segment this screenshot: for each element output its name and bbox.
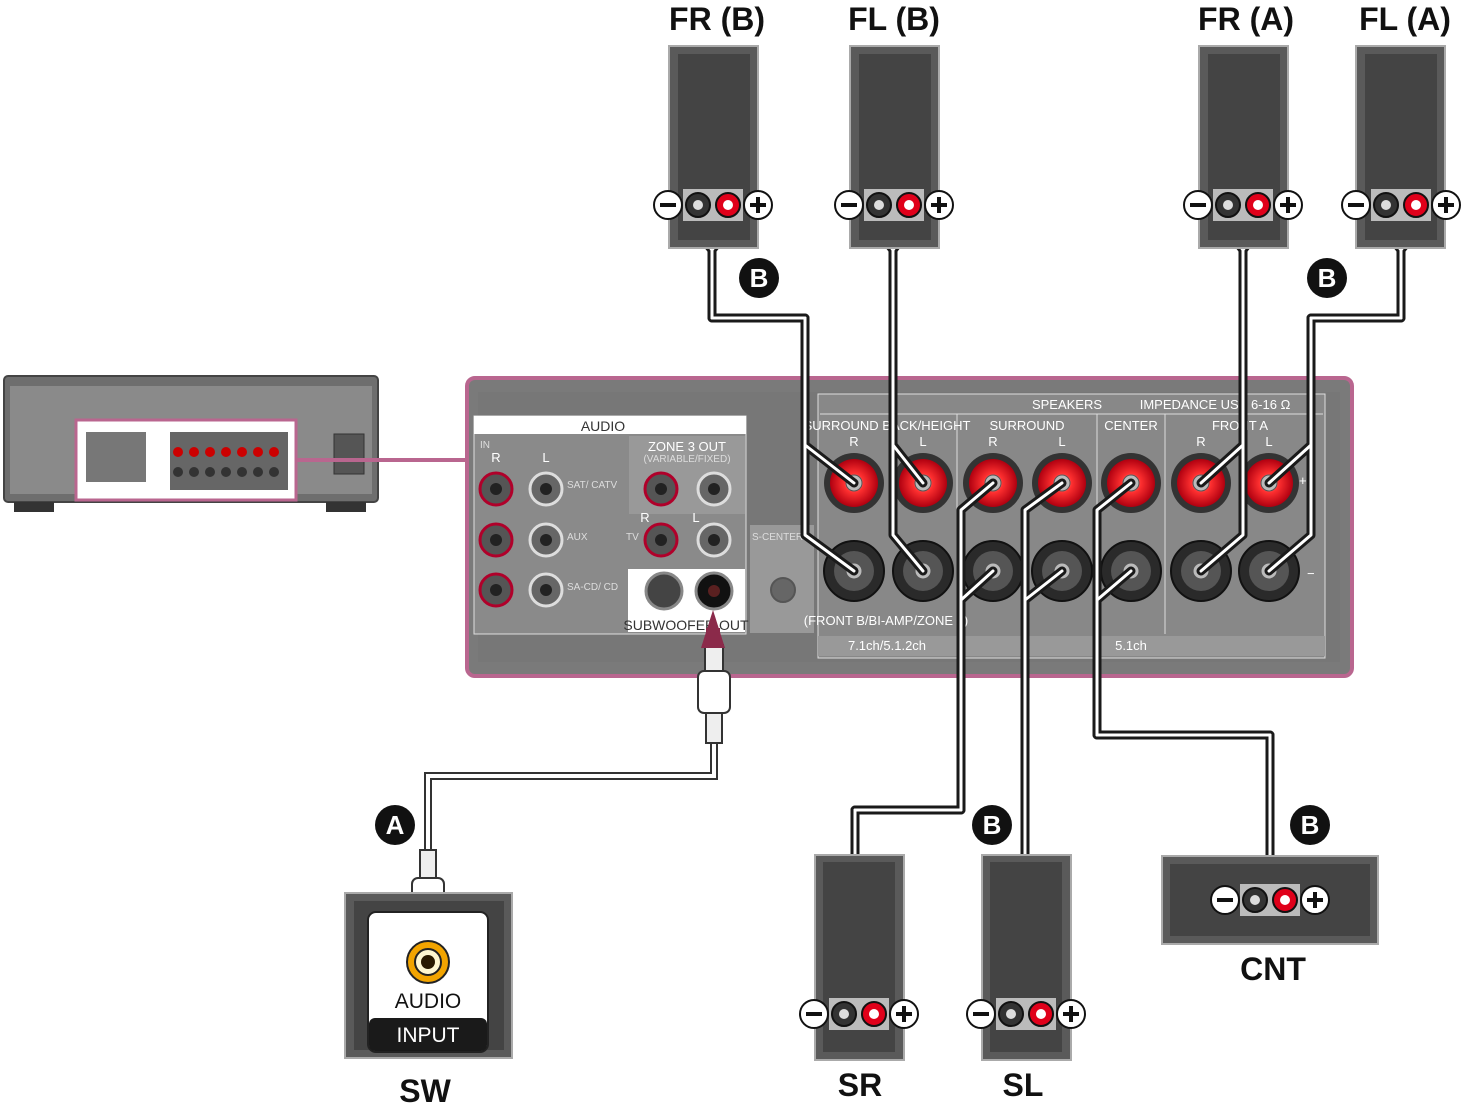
svg-text:−: − (1307, 566, 1315, 581)
svg-text:B: B (750, 263, 769, 293)
svg-text:AUX: AUX (567, 532, 588, 543)
subwoofer-out-jack-1 (644, 571, 684, 611)
svg-text:L: L (692, 510, 699, 525)
svg-text:SA-CD/ CD: SA-CD/ CD (567, 582, 618, 593)
speaker-sw: AUDIO INPUT (344, 892, 513, 1059)
terminal-fr-b (653, 189, 773, 221)
svg-text:L: L (1058, 434, 1065, 449)
svg-text:L: L (542, 450, 549, 465)
svg-text:+: + (1299, 473, 1307, 488)
terminal-fl-a (1341, 189, 1461, 221)
subwoofer-out-label: SUBWOOFER OUT (623, 617, 749, 633)
cable-marker-a: A (375, 805, 415, 845)
label-sl: SL (1003, 1067, 1044, 1103)
svg-text:S-CENTER: S-CENTER (752, 532, 803, 543)
zone3-out-label: ZONE 3 OUT (648, 439, 726, 454)
receiver-thumbnail (3, 375, 466, 512)
label-fr-a: FR (A) (1198, 1, 1294, 37)
speaker-terminals (653, 189, 1461, 1030)
cable-marker-b-center: B (1290, 805, 1330, 845)
svg-text:7.1ch/5.1.2ch: 7.1ch/5.1.2ch (848, 638, 926, 653)
terminal-sl (966, 998, 1086, 1030)
sw-audio-label: AUDIO (395, 990, 462, 1013)
svg-text:(FRONT B/BI-AMP/ZONE 3): (FRONT B/BI-AMP/ZONE 3) (804, 613, 968, 628)
terminal-fl-b (834, 189, 954, 221)
svg-text:SAT/ CATV: SAT/ CATV (567, 480, 618, 491)
label-fr-b: FR (B) (669, 1, 765, 37)
svg-text:5.1ch: 5.1ch (1115, 638, 1147, 653)
label-sw: SW (399, 1073, 451, 1106)
label-fl-b: FL (B) (848, 1, 940, 37)
rca-input-jacks (478, 471, 564, 608)
svg-text:A: A (386, 810, 405, 840)
svg-text:R: R (640, 510, 649, 525)
terminal-sr (799, 998, 919, 1030)
audio-section-label: AUDIO (581, 418, 625, 434)
svg-text:L: L (919, 434, 926, 449)
label-cnt: CNT (1240, 951, 1306, 987)
svg-text:TV: TV (626, 532, 639, 543)
speakers-section-label: SPEAKERS (1032, 397, 1102, 412)
cable-marker-b-surround: B (972, 805, 1012, 845)
svg-text:(VARIABLE/FIXED): (VARIABLE/FIXED) (643, 454, 730, 465)
svg-text:B: B (983, 810, 1002, 840)
cable-marker-b-front-a: B (1307, 258, 1347, 298)
receiver-back-panel: AUDIO IN R L SAT/ CATV AUX SA-CD/ CD ZON… (465, 376, 1354, 678)
svg-text:B: B (1301, 810, 1320, 840)
svg-text:IMPEDANCE USE 6-16 Ω: IMPEDANCE USE 6-16 Ω (1140, 397, 1291, 412)
svg-text:R: R (1196, 434, 1205, 449)
terminal-fr-a (1183, 189, 1303, 221)
svg-text:R: R (988, 434, 997, 449)
svg-text:SURROUND BACK/HEIGHT: SURROUND BACK/HEIGHT (804, 418, 971, 433)
svg-text:R: R (491, 450, 500, 465)
svg-text:CENTER: CENTER (1104, 418, 1157, 433)
svg-text:R: R (849, 434, 858, 449)
svg-text:SURROUND: SURROUND (989, 418, 1064, 433)
svg-text:IN: IN (480, 440, 490, 451)
terminal-cnt (1210, 884, 1330, 916)
label-sr: SR (838, 1067, 882, 1103)
cable-marker-b-front-b: B (739, 258, 779, 298)
svg-text:L: L (1265, 434, 1272, 449)
svg-text:B: B (1318, 263, 1337, 293)
sw-input-label: INPUT (397, 1024, 460, 1047)
label-fl-a: FL (A) (1359, 1, 1451, 37)
